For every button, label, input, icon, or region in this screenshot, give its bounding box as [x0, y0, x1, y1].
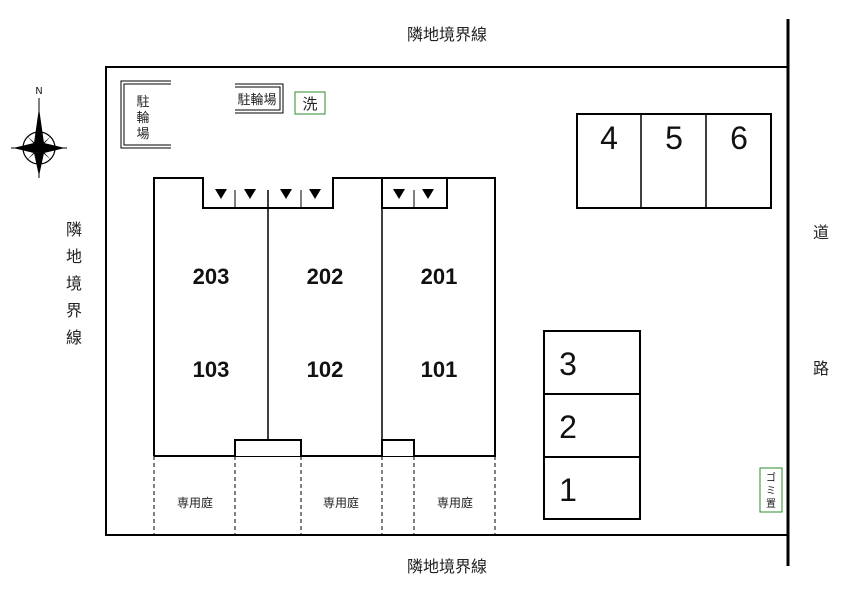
door-triangle-icon: [393, 189, 405, 199]
parking-top-row: 4 5 6: [576, 113, 772, 209]
door-triangle-icon: [422, 189, 434, 199]
door-triangle-icon: [309, 189, 321, 199]
parking-space-number: 1: [559, 472, 577, 508]
bike-parking-char: 場: [136, 127, 149, 142]
garbage-area: ゴ ミ 置: [759, 467, 783, 513]
private-garden-label: 専用庭: [437, 495, 473, 510]
parking-space-number: 4: [600, 120, 618, 156]
laundry-label: 洗: [302, 95, 317, 113]
parking-side-column: 3 2 1: [543, 330, 641, 520]
garden-dividers: [153, 456, 496, 535]
boundary-left-char: 線: [66, 328, 82, 347]
door-triangle-icon: [280, 189, 292, 199]
building-outline: [153, 177, 496, 457]
unit-number: 201: [421, 264, 458, 289]
boundary-left-char: 隣: [66, 220, 82, 239]
road-char: 路: [813, 359, 829, 378]
site-boundary: [105, 66, 789, 536]
boundary-top-label: 隣地境界線: [407, 25, 487, 44]
unit-number: 202: [307, 264, 344, 289]
boundary-left-char: 界: [66, 301, 82, 320]
boundary-left-char: 地: [66, 247, 82, 266]
compass-icon: [11, 98, 67, 178]
bike-parking-char: 輪: [136, 110, 149, 126]
north-label: N: [35, 86, 42, 97]
unit-number: 203: [193, 264, 230, 289]
garbage-char: 置: [766, 498, 776, 510]
parking-space-number: 5: [665, 120, 683, 156]
boundary-left-label: 隣 地 境 界 線: [66, 220, 82, 347]
parking-space-number: 3: [559, 346, 577, 382]
private-garden-label: 専用庭: [177, 495, 213, 510]
garbage-char: ゴ: [766, 471, 776, 484]
door-triangle-icon: [244, 189, 256, 199]
entrance-notch: [234, 439, 302, 456]
parking-space-number: 6: [730, 120, 748, 156]
door-triangle-icon: [215, 189, 227, 199]
entrance-notch: [381, 439, 415, 456]
boundary-left-char: 境: [66, 274, 82, 293]
boundary-bottom-label: 隣地境界線: [407, 557, 487, 576]
bike-parking-vertical: 駐 輪 場: [120, 80, 171, 149]
door-markers: [215, 189, 434, 199]
unit-number: 102: [307, 357, 344, 382]
road-char: 道: [813, 223, 829, 242]
garbage-char: ミ: [766, 486, 776, 497]
unit-number: 103: [193, 357, 230, 382]
parking-space-number: 2: [559, 409, 577, 445]
road-label: 道 路: [813, 223, 829, 378]
bike-parking-label: 駐輪場: [237, 92, 276, 108]
laundry-area: 洗: [294, 91, 326, 115]
private-garden-label: 専用庭: [323, 495, 359, 510]
unit-number: 101: [421, 357, 458, 382]
bike-parking-char: 駐: [136, 95, 149, 110]
bike-parking-horizontal: 駐輪場: [235, 83, 284, 114]
